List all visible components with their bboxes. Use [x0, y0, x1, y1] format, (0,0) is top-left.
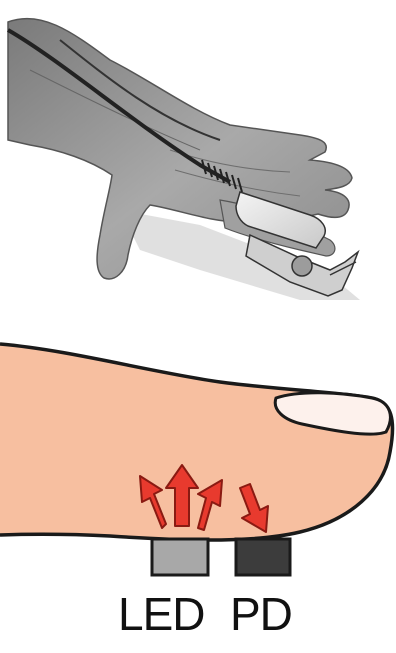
pd-label: PD	[230, 588, 320, 640]
led-label: LED	[118, 588, 228, 640]
pd-block	[236, 539, 290, 575]
finger-body	[0, 344, 393, 540]
hand-photo	[8, 18, 360, 300]
clip-pivot	[292, 256, 312, 276]
led-block	[152, 539, 208, 575]
fingertip-diagram	[0, 344, 393, 575]
